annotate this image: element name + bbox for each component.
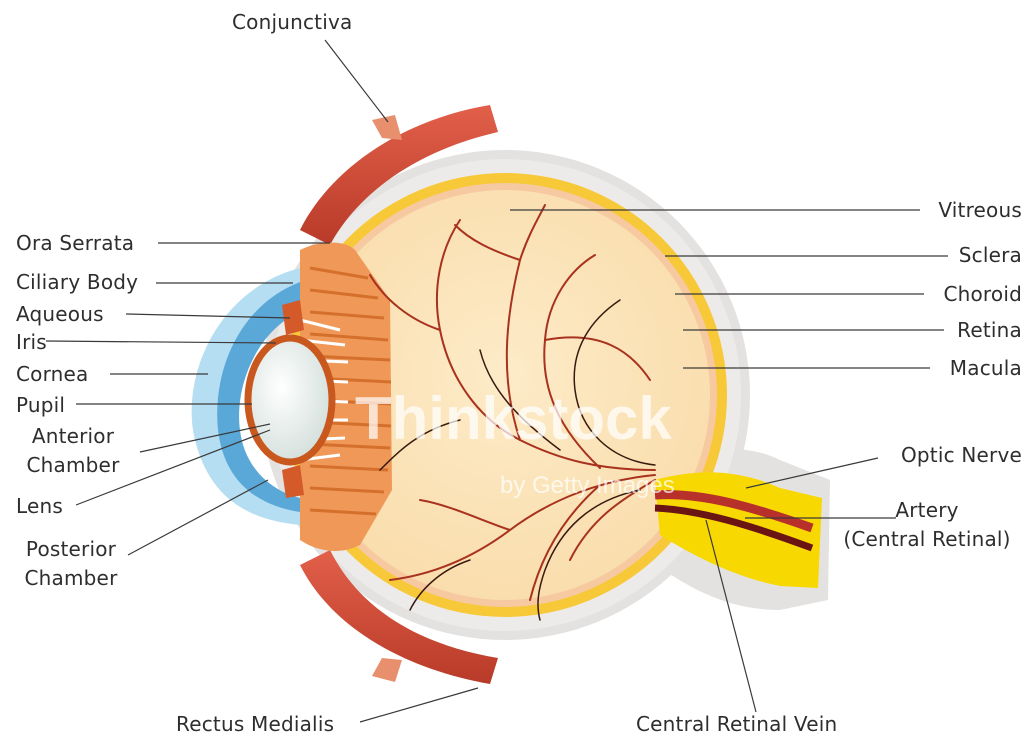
label-artery-2: (Central Retinal)	[832, 527, 1022, 551]
label-choroid: Choroid	[943, 282, 1022, 306]
label-ciliary-body: Ciliary Body	[16, 270, 138, 294]
label-iris: Iris	[16, 330, 47, 354]
label-macula: Macula	[950, 356, 1022, 380]
label-vitreous: Vitreous	[938, 198, 1022, 222]
label-aqueous: Aqueous	[16, 302, 104, 326]
label-rectus-medialis: Rectus Medialis	[176, 712, 334, 736]
label-lens: Lens	[16, 494, 63, 518]
watermark-brand: Thinkstock	[355, 384, 672, 453]
label-anterior-chamber-1: Anterior	[18, 424, 128, 448]
label-optic-nerve: Optic Nerve	[901, 443, 1022, 467]
lens	[248, 338, 332, 462]
label-anterior-chamber-2: Chamber	[14, 453, 132, 477]
label-conjunctiva: Conjunctiva	[232, 10, 352, 34]
label-posterior-chamber-2: Chamber	[12, 566, 130, 590]
label-sclera: Sclera	[959, 243, 1022, 267]
label-artery-1: Artery	[832, 498, 1022, 522]
label-posterior-chamber-1: Posterior	[16, 537, 126, 561]
label-central-retinal-vein: Central Retinal Vein	[636, 712, 837, 736]
label-ora-serrata: Ora Serrata	[16, 231, 134, 255]
watermark-byline: by Getty Images	[500, 472, 675, 500]
label-cornea: Cornea	[16, 362, 89, 386]
label-retina: Retina	[957, 318, 1022, 342]
label-pupil: Pupil	[16, 393, 65, 417]
